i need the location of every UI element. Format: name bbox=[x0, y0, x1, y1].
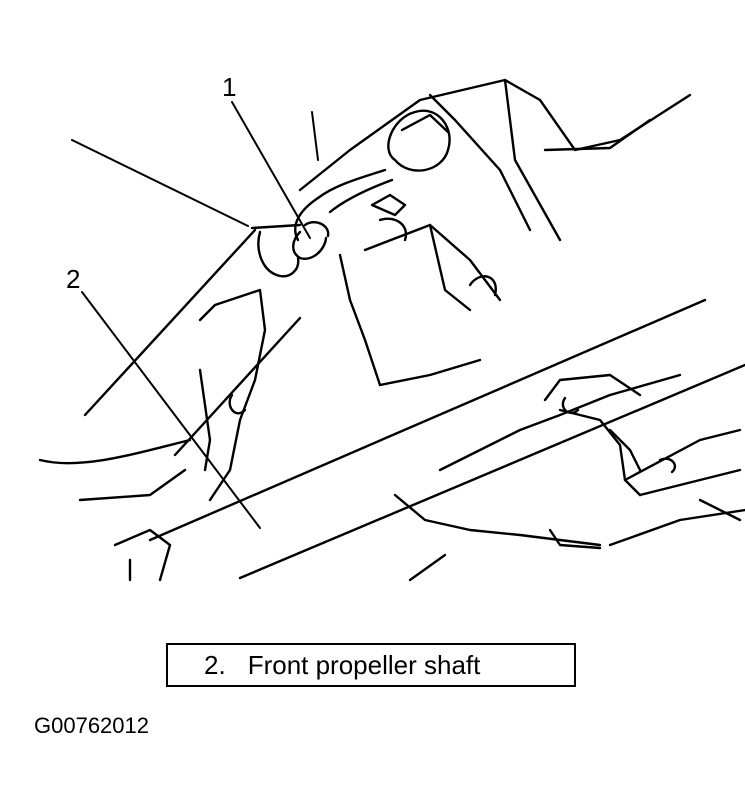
legend-box: 2. Front propeller shaft bbox=[166, 643, 576, 687]
legend-number: 2. bbox=[204, 649, 226, 680]
callout-2-label: 2 bbox=[66, 264, 81, 294]
figure-id: G00762012 bbox=[34, 713, 149, 738]
mount-bracket bbox=[40, 290, 265, 580]
leader-lines bbox=[72, 102, 318, 528]
callout-1-label: 1 bbox=[222, 72, 237, 102]
legend-text: Front propeller shaft bbox=[247, 649, 481, 680]
sensor-connector bbox=[252, 111, 450, 277]
front-propeller-shaft bbox=[85, 230, 745, 578]
transmission-housing bbox=[300, 80, 690, 385]
gearbox-pan bbox=[395, 375, 745, 580]
transmission-illustration bbox=[0, 0, 745, 620]
